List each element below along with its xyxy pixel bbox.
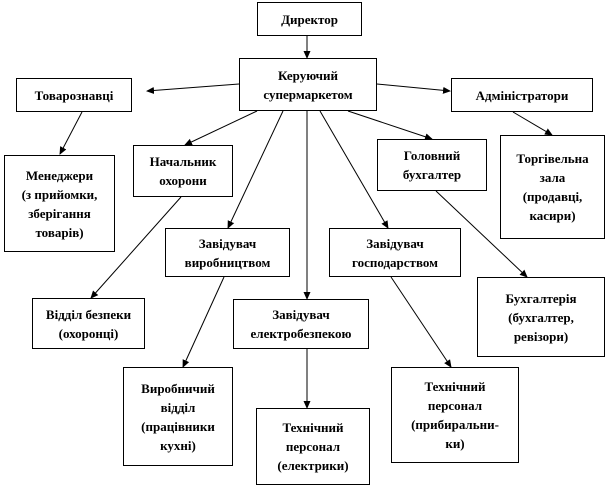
node-manager: Керуючий супермаркетом <box>239 58 377 111</box>
node-administrators: Адміністратори <box>451 78 593 112</box>
arrow-merchandisers-managers <box>59 111 83 155</box>
arrow-manager-merchandisers <box>146 83 240 94</box>
node-merchandisers: Товарознавці <box>16 78 132 112</box>
node-label: Головний бухгалтер <box>402 148 462 182</box>
node-security-head: Начальник охорони <box>133 145 233 197</box>
node-label: Бухгалтерія (бухгалтер, ревізори) <box>505 290 577 344</box>
arrow-manager-household-head <box>319 110 389 229</box>
node-label: Менеджери (з прийомки, зберігання товарі… <box>21 167 98 240</box>
node-household-head: Завідувач господарством <box>329 228 461 277</box>
arrow-manager-chief-accountant <box>347 110 433 141</box>
arrow-chief-accountant-accounting <box>435 190 528 278</box>
arrow-administrators-sales-floor <box>512 111 553 136</box>
node-production-head: Завідувач виробництвом <box>165 228 290 277</box>
node-label: Виробничий відділ (працівники кухні) <box>141 380 215 453</box>
arrow-production-head-dept <box>182 276 225 368</box>
arrow-manager-production-head <box>227 110 284 229</box>
node-label: Товарознавці <box>34 87 114 103</box>
arrow-security-head-dept <box>90 196 182 299</box>
arrow-household-head-staff <box>390 276 452 368</box>
node-label: Директор <box>281 11 338 27</box>
node-electrical-head: Завідувач електробезпекою <box>233 299 369 349</box>
node-label: Технічний персонал (електрики) <box>277 420 349 473</box>
node-label: Відділ безпеки (охоронці) <box>45 306 132 341</box>
node-label: Начальник охорони <box>149 154 217 188</box>
node-sales-floor: Торгівельна зала (продавці, касири) <box>500 135 605 239</box>
node-label: Адміністратори <box>475 87 569 103</box>
node-label: Керуючий супермаркетом <box>263 67 353 102</box>
arrow-manager-security-head <box>184 110 258 146</box>
arrow-manager-administrators <box>376 83 451 94</box>
node-tech-electricians: Технічний персонал (електрики) <box>256 408 370 485</box>
node-label: Завідувач виробництвом <box>184 235 271 270</box>
node-accounting: Бухгалтерія (бухгалтер, ревізори) <box>477 277 605 357</box>
node-label: Технічний персонал (прибиральни- ки) <box>411 379 499 451</box>
node-label: Торгівельна зала (продавці, касири) <box>516 151 589 223</box>
node-chief-accountant: Головний бухгалтер <box>377 139 487 191</box>
node-managers: Менеджери (з прийомки, зберігання товарі… <box>4 155 115 252</box>
node-production-dept: Виробничий відділ (працівники кухні) <box>123 367 233 466</box>
node-label: Завідувач господарством <box>352 235 438 270</box>
node-security-dept: Відділ безпеки (охоронці) <box>32 298 145 349</box>
node-label: Завідувач електробезпекою <box>250 307 352 341</box>
node-director: Директор <box>257 2 362 36</box>
node-tech-cleaners: Технічний персонал (прибиральни- ки) <box>391 367 519 463</box>
